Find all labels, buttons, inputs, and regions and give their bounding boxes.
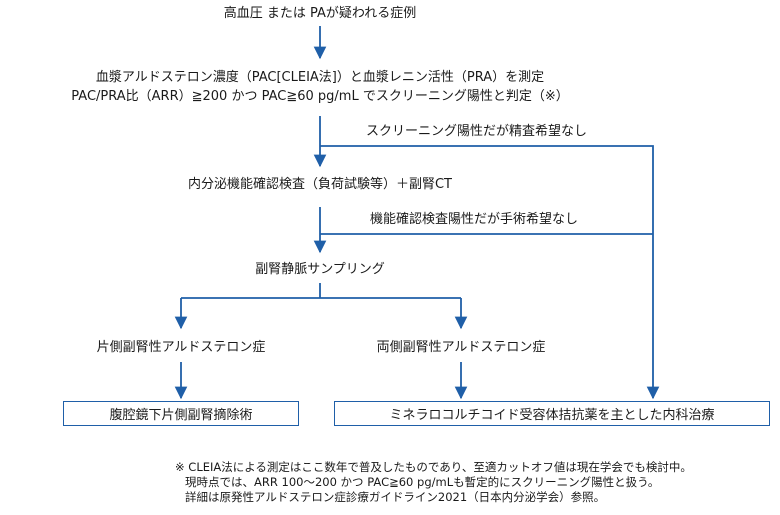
confirm-test-node: 内分泌機能確認検査（負荷試験等）＋副腎CT [187, 177, 453, 192]
medical-treatment-box: ミネラロコルチコイド受容体拮抗薬を主とした内科治療 [334, 401, 770, 426]
footnote-line-1: ※ CLEIA法による測定はここ数年で普及したものであり、至適カットオフ値は現在… [175, 460, 692, 474]
branch-no-workup-line [320, 145, 660, 400]
medical-treatment-label: ミネラロコルチコイド受容体拮抗薬を主とした内科治療 [389, 408, 715, 423]
surgery-label: 腹腔鏡下片側副腎摘除術 [109, 408, 253, 423]
surgery-box: 腹腔鏡下片側副腎摘除術 [63, 401, 299, 426]
bilateral-node: 両側副腎性アルドステロン症 [376, 340, 546, 355]
screening-line-1: 血漿アルドステロン濃度（PAC[CLEIA法]）と血漿レニン活性（PRA）を測定 [95, 70, 545, 85]
footnote-line-3: 詳細は原発性アルドステロン症診療ガイドライン2021（日本内分泌学会）参照。 [185, 490, 606, 504]
screening-line-2: PAC/PRA比（ARR）≧200 かつ PAC≧60 pg/mL でスクリーニ… [71, 89, 569, 104]
branch-no-surgery-label: 機能確認検査陽性だが手術希望なし [370, 212, 579, 227]
unilateral-node: 片側副腎性アルドステロン症 [96, 340, 266, 355]
avs-node: 副腎静脈サンプリング [255, 262, 385, 277]
footnote-line-2: 現時点では、ARR 100〜200 かつ PAC≧60 pg/mLも暫定的にスク… [185, 475, 660, 489]
branch-no-workup-label: スクリーニング陽性だが精査希望なし [366, 124, 588, 139]
start-node: 高血圧 または PAが疑われる症例 [223, 6, 417, 21]
